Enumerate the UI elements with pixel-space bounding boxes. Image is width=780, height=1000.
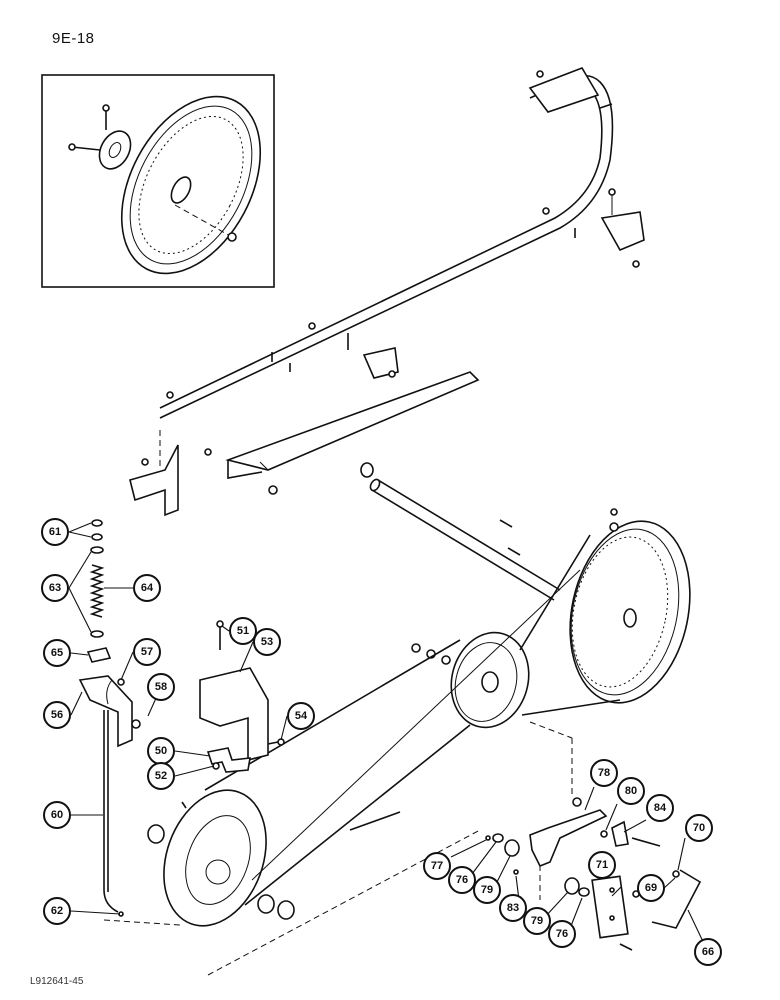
lower-guard-strip	[204, 371, 480, 495]
callout-83: 83	[499, 894, 527, 922]
callout-79-upper: 79	[473, 876, 501, 904]
callout-58: 58	[147, 673, 175, 701]
callout-77: 77	[423, 852, 451, 880]
callout-76-lower: 76	[548, 920, 576, 948]
callout-51: 51	[229, 617, 257, 645]
drive-pulley	[147, 789, 295, 927]
callout-80: 80	[617, 777, 645, 805]
drive-shaft	[360, 462, 561, 601]
callout-78: 78	[590, 759, 618, 787]
callout-79-lower: 79	[523, 907, 551, 935]
callout-63: 63	[41, 574, 69, 602]
bracket-50	[206, 747, 251, 773]
callout-71: 71	[588, 851, 616, 879]
callout-66: 66	[694, 938, 722, 966]
belt-guard-rail	[159, 67, 645, 419]
idler-arm-assembly	[207, 721, 702, 976]
inset-detail	[41, 74, 275, 288]
large-pulley	[569, 508, 691, 704]
idler-pulley	[411, 631, 530, 729]
callout-64: 64	[133, 574, 161, 602]
callout-70: 70	[685, 814, 713, 842]
callout-53: 53	[253, 628, 281, 656]
callout-61: 61	[41, 518, 69, 546]
page-reference: 9E-18	[52, 30, 95, 47]
callout-84: 84	[646, 794, 674, 822]
callout-56: 56	[43, 701, 71, 729]
figure-code: L912641-45	[30, 976, 84, 987]
callout-69: 69	[637, 874, 665, 902]
callout-62: 62	[43, 897, 71, 925]
spring-assembly	[78, 519, 187, 926]
callout-76-upper: 76	[448, 866, 476, 894]
callout-54: 54	[287, 702, 315, 730]
callout-60: 60	[43, 801, 71, 829]
callout-57: 57	[133, 638, 161, 666]
callout-52: 52	[147, 762, 175, 790]
l-bracket	[129, 430, 179, 517]
bracket-53	[199, 620, 285, 762]
callout-50: 50	[147, 737, 175, 765]
callout-65: 65	[43, 639, 71, 667]
